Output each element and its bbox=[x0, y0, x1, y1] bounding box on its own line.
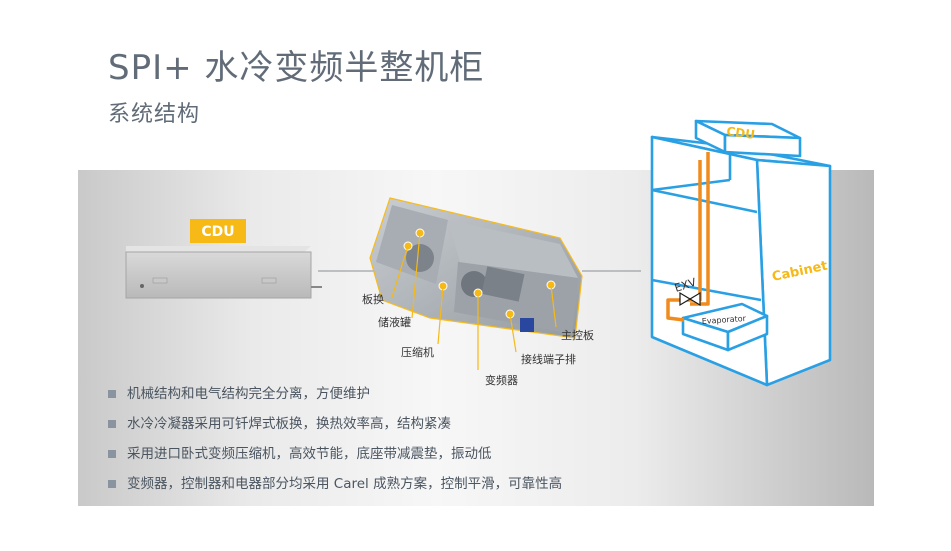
exv-valve-icon bbox=[679, 291, 701, 307]
label-receiver: 储液罐 bbox=[378, 315, 411, 329]
feature-item: 变频器，控制器和电器部分均采用 Carel 成熟方案，控制平滑，可靠性高 bbox=[108, 474, 562, 504]
label-main-board: 主控板 bbox=[561, 328, 594, 342]
callout-receiver: 储液罐 bbox=[378, 228, 425, 329]
cdu-unit bbox=[125, 246, 322, 299]
label-inverter: 变频器 bbox=[485, 373, 518, 387]
cabinet-diagram bbox=[650, 119, 832, 387]
label-terminal-block: 接线端子排 bbox=[521, 352, 576, 366]
callout-compressor: 压缩机 bbox=[401, 281, 448, 359]
cdu-badge-label: CDU bbox=[201, 224, 234, 240]
cabinet-cdu-label: CDU bbox=[726, 124, 756, 142]
evaporator-label: Evaporator bbox=[702, 314, 747, 326]
label-compressor: 压缩机 bbox=[401, 345, 434, 359]
callout-plate-exchanger: 板换 bbox=[362, 241, 413, 306]
page-subtitle: 系统结构 bbox=[108, 102, 201, 127]
feature-item: 水冷冷凝器采用可钎焊式板换，换热效率高，结构紧凑 bbox=[108, 414, 562, 444]
callout-inverter: 变频器 bbox=[473, 288, 518, 387]
callout-terminal-block: 接线端子排 bbox=[505, 309, 576, 366]
callout-main-board: 主控板 bbox=[546, 280, 594, 342]
refrigerant-pipe bbox=[666, 152, 710, 322]
page-title: SPI+ 水冷变频半整机柜 bbox=[108, 48, 485, 88]
label-plate-exchanger: 板换 bbox=[362, 292, 384, 306]
feature-item: 机械结构和电气结构完全分离，方便维护 bbox=[108, 384, 562, 414]
feature-item: 采用进口卧式变频压缩机，高效节能，底座带减震垫，振动低 bbox=[108, 444, 562, 474]
cdu-badge: CDU bbox=[190, 219, 246, 243]
feature-list: 机械结构和电气结构完全分离，方便维护 水冷冷凝器采用可钎焊式板换，换热效率高，结… bbox=[108, 384, 562, 504]
